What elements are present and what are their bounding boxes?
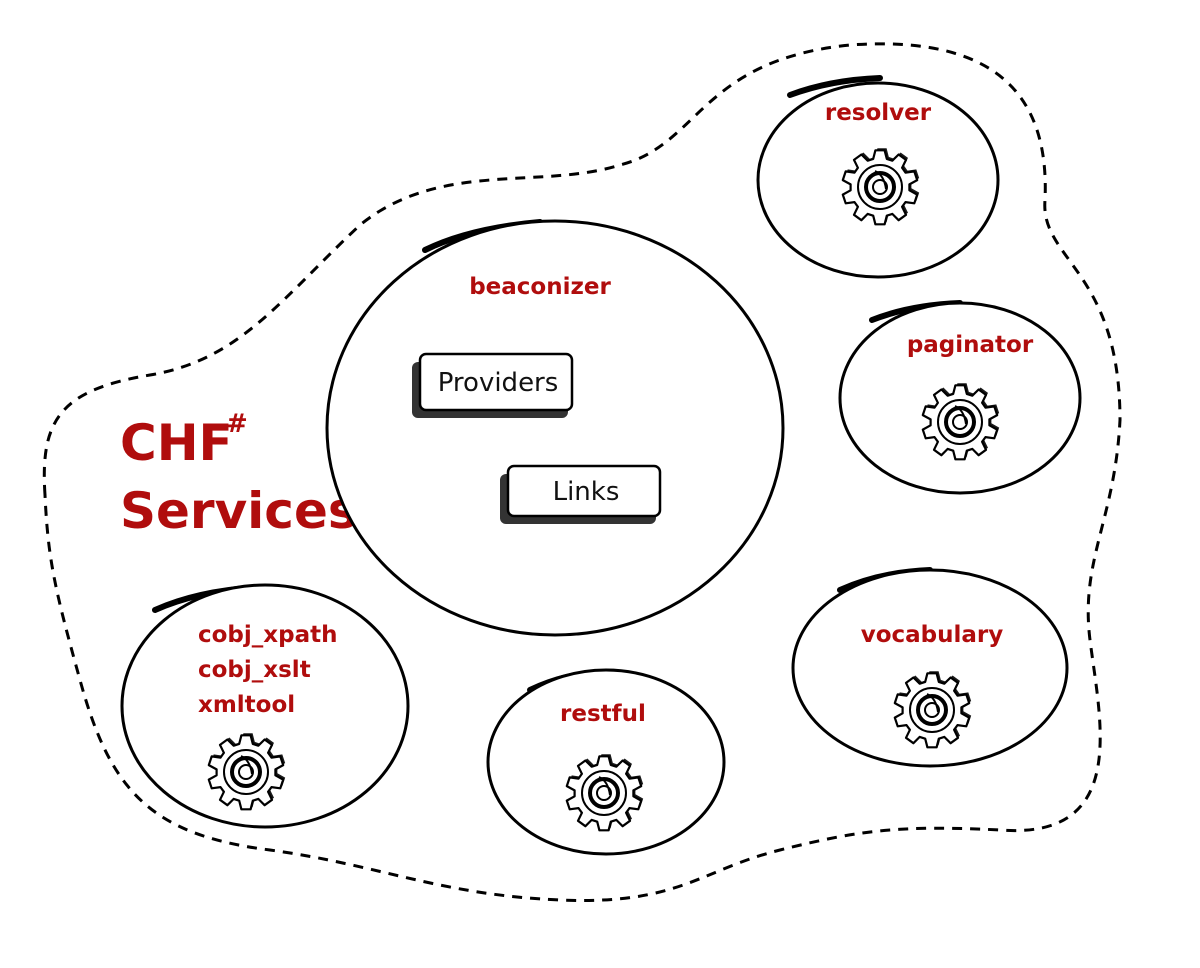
resolver-ring-shadow bbox=[787, 75, 883, 98]
service-cobj-xmltool[interactable]: cobj_xpath cobj_xslt xmltool bbox=[120, 583, 410, 829]
cobj-xslt-label: cobj_xslt bbox=[198, 657, 311, 683]
title-services: Services bbox=[120, 482, 358, 540]
beaconizer-label: beaconizer bbox=[469, 274, 611, 300]
service-restful[interactable]: restful bbox=[486, 668, 726, 856]
title-superscript: # bbox=[226, 409, 248, 439]
links-label: Links bbox=[553, 477, 620, 507]
xmltool-label: xmltool bbox=[198, 692, 295, 718]
vocabulary-label: vocabulary bbox=[861, 622, 1004, 648]
service-beaconizer[interactable]: beaconizer Providers Links bbox=[325, 219, 785, 637]
links-component[interactable]: Links bbox=[500, 464, 662, 524]
providers-label: Providers bbox=[438, 368, 559, 398]
service-paginator[interactable]: paginator bbox=[838, 300, 1082, 495]
paginator-label: paginator bbox=[907, 332, 1034, 358]
service-vocabulary[interactable]: vocabulary bbox=[791, 567, 1069, 768]
title-chf: CHF bbox=[120, 414, 233, 472]
providers-component[interactable]: Providers bbox=[412, 352, 574, 418]
cobj-ring bbox=[120, 583, 410, 829]
restful-label: restful bbox=[560, 701, 646, 727]
vocabulary-ring bbox=[791, 568, 1069, 768]
diagram-title: CHF # Services bbox=[120, 409, 358, 540]
resolver-label: resolver bbox=[825, 100, 932, 126]
service-resolver[interactable]: resolver bbox=[756, 75, 1000, 279]
beaconizer-ring bbox=[325, 219, 785, 637]
services-boundary bbox=[42, 42, 1122, 902]
cobj-xpath-label: cobj_xpath bbox=[198, 622, 337, 648]
